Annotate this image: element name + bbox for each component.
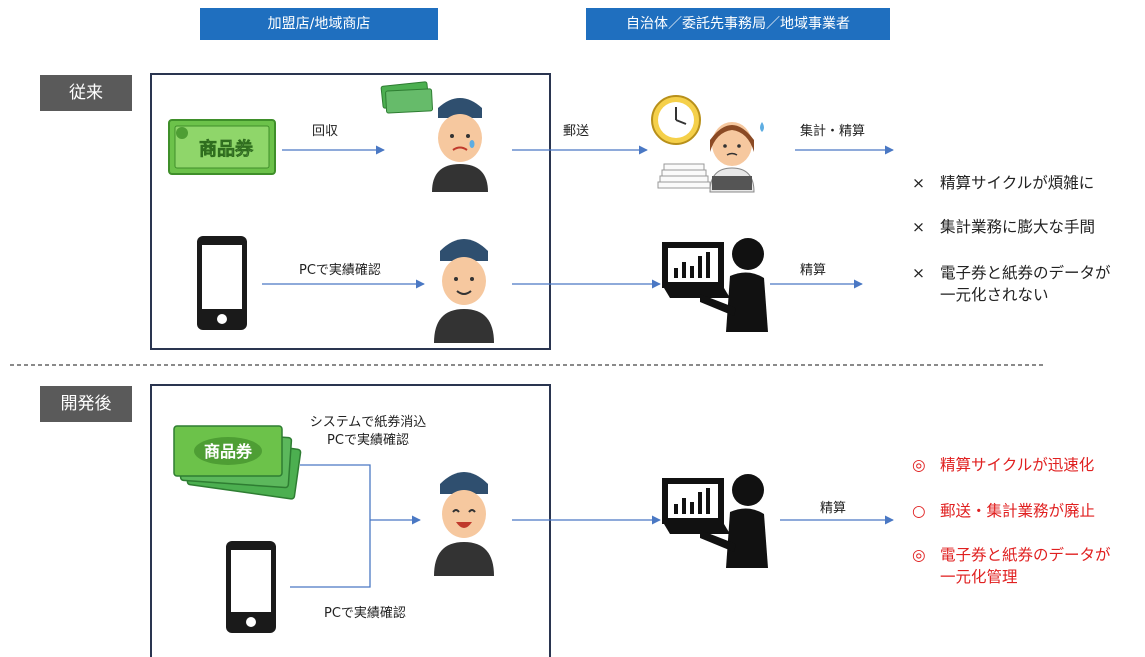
label-pc-check-before: PCで実績確認 (299, 263, 381, 278)
store-person-crying-icon (380, 81, 488, 192)
issue-mark: × (912, 174, 925, 192)
issue-1: × 精算サイクルが煩雑に (912, 172, 1094, 194)
benefit-text: 郵送・集計業務が廃止 (940, 502, 1096, 520)
label-collect: 回収 (312, 124, 339, 139)
issue-mark: × (912, 264, 925, 282)
label-pc-check-after: PCで実績確認 (324, 606, 406, 621)
label-tally-settle: 集計・精算 (800, 124, 866, 139)
label-system-line1: システムで紙券消込 (309, 415, 427, 430)
voucher-stack-icon: 商品券 (173, 425, 302, 500)
benefit-mark: ◎ (912, 546, 926, 564)
label-system-line2: PCで実績確認 (327, 433, 409, 448)
benefit-text: 電子券と紙券のデータが (940, 546, 1111, 564)
benefit-mark: ◎ (912, 456, 926, 474)
smartphone-icon-after (226, 541, 276, 633)
voucher-text: 商品券 (199, 138, 254, 160)
label-mail: 郵送 (563, 124, 590, 139)
store-person-happy-icon (434, 472, 494, 576)
section-label-before: 従来 (40, 75, 132, 111)
section-label-after: 開発後 (40, 386, 132, 422)
connector-phone (290, 520, 371, 588)
benefit-text-cont: 一元化管理 (940, 568, 1018, 586)
connector-voucher (300, 464, 371, 520)
smartphone-icon (197, 236, 247, 330)
gift-voucher-icon: 商品券 (168, 119, 276, 175)
benefit-3: ◎ 電子券と紙券のデータが 一元化管理 (912, 544, 1111, 588)
store-person-icon (434, 239, 494, 343)
issue-text-cont: 一元化されない (940, 286, 1049, 304)
issue-mark: × (912, 218, 925, 236)
busy-office-worker-icon (651, 95, 764, 193)
store-box-before (150, 73, 551, 350)
benefit-1: ◎ 精算サイクルが迅速化 (912, 454, 1094, 476)
admin-monitor-icon (662, 238, 768, 332)
issue-2: × 集計業務に膨大な手間 (912, 216, 1095, 238)
label-settle-after: 精算 (820, 501, 847, 516)
admin-monitor-icon-after (662, 474, 768, 568)
voucher-stack-text: 商品券 (204, 442, 253, 461)
issue-text: 電子券と紙券のデータが (940, 264, 1111, 282)
issue-text: 精算サイクルが煩雑に (940, 174, 1095, 192)
issue-text: 集計業務に膨大な手間 (940, 218, 1096, 236)
header-municipality: 自治体／委託先事務局／地域事業者 (586, 8, 890, 40)
benefit-mark: ○ (912, 502, 926, 520)
issue-3: × 電子券と紙券のデータが 一元化されない (912, 262, 1111, 306)
benefit-text: 精算サイクルが迅速化 (940, 456, 1095, 474)
header-store: 加盟店/地域商店 (200, 8, 438, 40)
label-settle-before: 精算 (800, 263, 827, 278)
benefit-2: ○ 郵送・集計業務が廃止 (912, 500, 1095, 522)
